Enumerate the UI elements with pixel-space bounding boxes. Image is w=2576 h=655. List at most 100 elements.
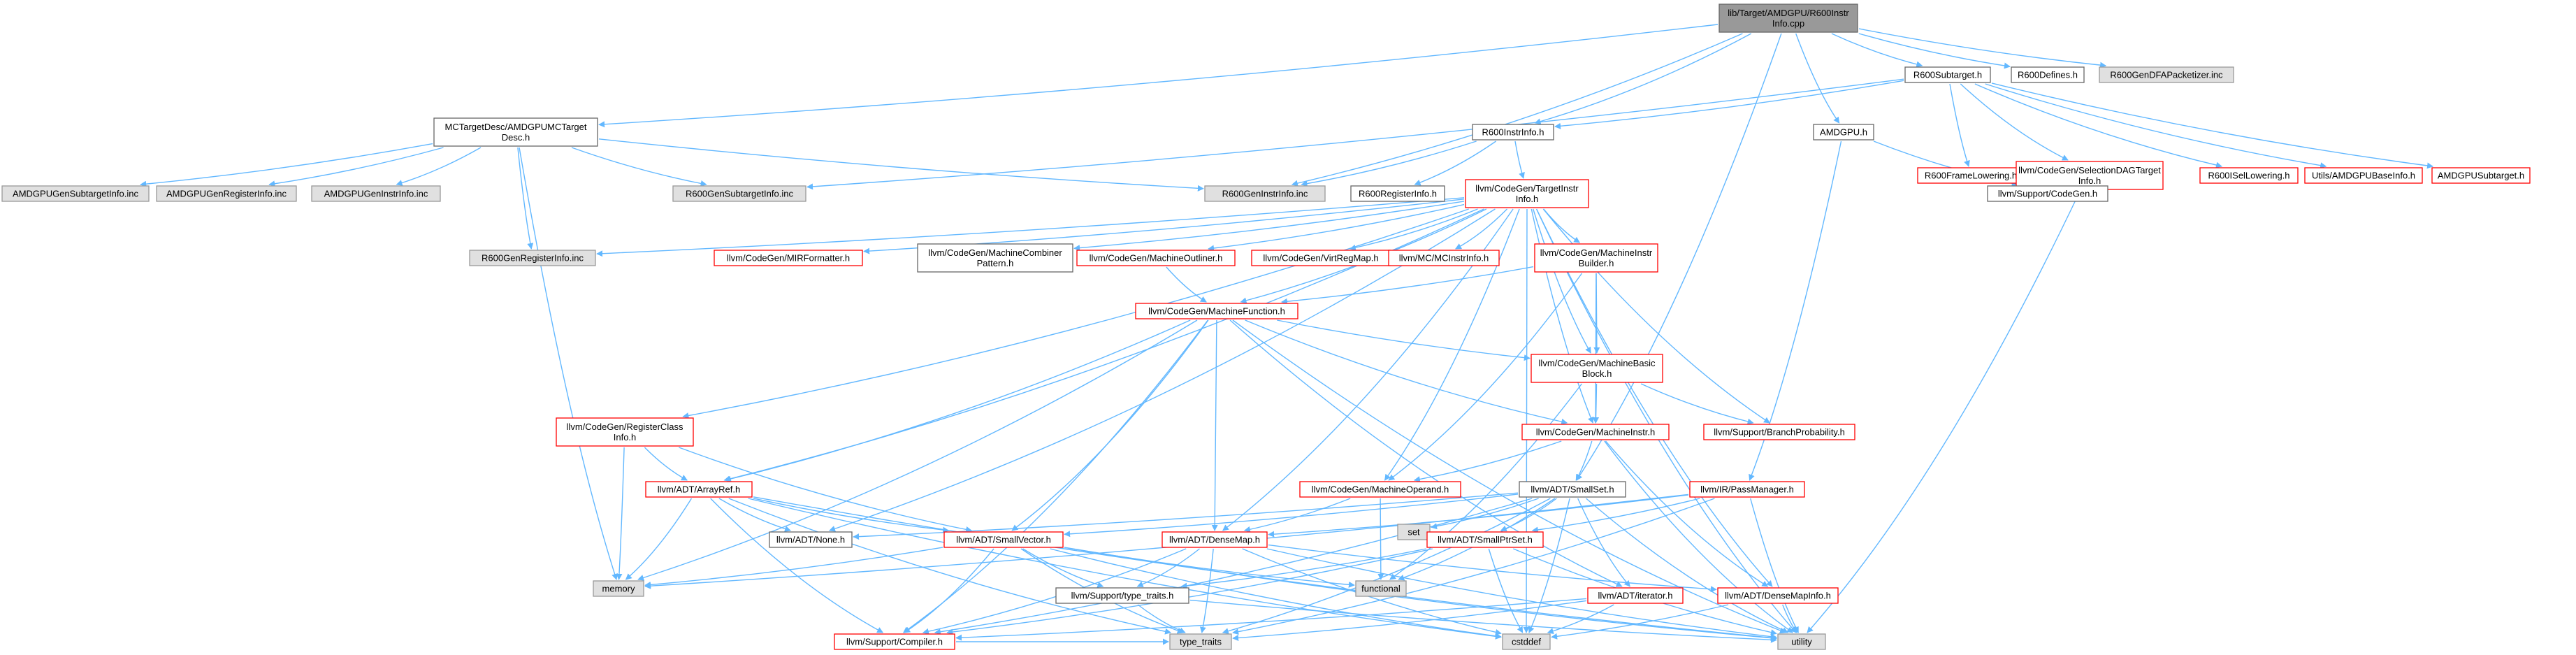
node-none[interactable]: llvm/ADT/None.h [769, 531, 853, 548]
node-densemapinfo[interactable]: llvm/ADT/DenseMapInfo.h [1717, 587, 1839, 604]
edge-arrayref-to-none [718, 498, 791, 532]
edge-root-to-amdgpuh [1795, 33, 1840, 124]
edge-line [1229, 319, 1623, 587]
node-r600geninstr[interactable]: R600GenInstrInfo.inc [1204, 185, 1326, 202]
node-box [1135, 303, 1298, 319]
node-moperand[interactable]: llvm/CodeGen/MachineOperand.h [1299, 481, 1461, 498]
node-smallset[interactable]: llvm/ADT/SmallSet.h [1519, 481, 1626, 498]
node-label: llvm/Support/Compiler.h [846, 637, 943, 647]
node-r600reginfoh[interactable]: R600RegisterInfo.h [1350, 185, 1445, 202]
node-smallvector[interactable]: llvm/ADT/SmallVector.h [943, 531, 1064, 548]
edge-regclassinfo-to-arrayref [644, 447, 688, 481]
node-virtregmap[interactable]: llvm/CodeGen/VirtRegMap.h [1251, 250, 1391, 266]
node-box [834, 633, 955, 650]
edge-line [1301, 141, 1477, 187]
node-r600defines[interactable]: R600Defines.h [2011, 66, 2085, 83]
edge-line [1533, 208, 1591, 354]
node-cstddef[interactable]: cstddef [1502, 633, 1551, 650]
edge-smallvector-to-typetraitsh [1022, 548, 1104, 588]
node-arrayref[interactable]: llvm/ADT/ArrayRef.h [645, 481, 753, 498]
node-utilsbase[interactable]: Utils/AMDGPUBaseInfo.h [2304, 167, 2423, 184]
node-label: R600GenInstrInfo.inc [1222, 189, 1308, 199]
node-label: llvm/ADT/SmallPtrSet.h [1438, 535, 1533, 545]
edge-line [517, 147, 534, 250]
node-root[interactable]: lib/Target/AMDGPU/R600InstrInfo.cpp [1718, 3, 1858, 33]
edge-line [1531, 498, 1700, 533]
node-amdinstrinfo[interactable]: AMDGPUGenInstrInfo.inc [311, 185, 441, 202]
node-branchprob[interactable]: llvm/Support/BranchProbability.h [1703, 424, 1855, 440]
node-r600gendfa[interactable]: R600GenDFAPacketizer.inc [2099, 66, 2234, 83]
node-label: llvm/CodeGen/MachineBasic [1539, 358, 1656, 368]
node-supportcodegen[interactable]: llvm/Support/CodeGen.h [1987, 185, 2108, 202]
node-minstr[interactable]: llvm/CodeGen/MachineInstr.h [1521, 424, 1670, 440]
edge-line [140, 143, 433, 187]
node-passmanager[interactable]: llvm/IR/PassManager.h [1689, 481, 1805, 498]
edge-line [1531, 208, 1594, 424]
node-amdgpuh[interactable]: AMDGPU.h [1813, 124, 1874, 141]
edge-line [955, 598, 1587, 641]
node-functional[interactable]: functional [1355, 580, 1407, 597]
node-r600isel[interactable]: R600ISelLowering.h [2199, 167, 2299, 184]
edge-line [1858, 33, 2011, 69]
node-memory[interactable]: memory [593, 580, 644, 597]
node-r600instrinfo[interactable]: R600InstrInfo.h [1472, 124, 1554, 141]
node-smallptrset[interactable]: llvm/ADT/SmallPtrSet.h [1426, 531, 1544, 548]
node-r600framelow[interactable]: R600FrameLowering.h [1917, 167, 2025, 184]
edge-line [1166, 266, 1207, 303]
edge-line [1960, 83, 2069, 161]
node-type_traits[interactable]: type_traits [1169, 633, 1232, 650]
node-compiler[interactable]: llvm/Support/Compiler.h [834, 633, 955, 650]
node-label: R600RegisterInfo.h [1359, 189, 1437, 199]
node-box [1904, 66, 1991, 83]
node-amdsubinfo[interactable]: AMDGPUGenSubtargetInfo.inc [1, 185, 150, 202]
edge-tii-to-none [829, 208, 1496, 532]
node-typetraitsh[interactable]: llvm/Support/type_traits.h [1055, 587, 1189, 604]
edge-line [1586, 498, 1789, 633]
node-r600genreg[interactable]: R600GenRegisterInfo.inc [469, 250, 596, 266]
edge-line [1073, 201, 1465, 252]
node-mcinstrinfo[interactable]: llvm/MC/MCInstrInfo.h [1388, 250, 1500, 266]
edge-line [1389, 383, 1582, 580]
node-label: R600GenRegisterInfo.inc [482, 253, 584, 264]
edge-seldag-to-utility [1807, 190, 2081, 633]
edge-densemapinfo-to-cstddef [1551, 604, 1729, 640]
node-densemap[interactable]: llvm/ADT/DenseMap.h [1162, 531, 1268, 548]
edge-tii-to-regclassinfo [682, 208, 1469, 419]
node-amdgpusub[interactable]: AMDGPUSubtarget.h [2431, 167, 2531, 184]
node-amdreginfo[interactable]: AMDGPUGenRegisterInfo.inc [156, 185, 297, 202]
node-r600gensub[interactable]: R600GenSubtargetInfo.inc [672, 185, 806, 202]
node-label: functional [1361, 584, 1401, 594]
node-label: llvm/CodeGen/TargetInstr [1475, 183, 1579, 194]
node-label: R600FrameLowering.h [1925, 171, 2017, 181]
node-box [1777, 633, 1826, 650]
edge-r600subtarget-to-utilsbase [1985, 83, 2327, 169]
edge-line [1985, 83, 2327, 169]
edge-mfunction-to-smallvector [1011, 319, 1209, 531]
edge-mcdesc-to-amdinstrinfo [396, 147, 482, 186]
node-iterator[interactable]: llvm/ADT/iterator.h [1587, 587, 1684, 604]
edge-smallvector-to-utility [1064, 547, 1777, 642]
node-label: llvm/IR/PassManager.h [1700, 484, 1794, 495]
node-box [2304, 167, 2423, 184]
node-mfunction[interactable]: llvm/CodeGen/MachineFunction.h [1135, 303, 1298, 319]
node-box [1055, 587, 1189, 604]
node-r600subtarget[interactable]: R600Subtarget.h [1904, 66, 1991, 83]
node-utility[interactable]: utility [1777, 633, 1826, 650]
edge-line [1277, 319, 1531, 361]
node-set[interactable]: set [1397, 524, 1431, 540]
node-label: Utils/AMDGPUBaseInfo.h [2312, 171, 2415, 181]
edge-arrayref-to-memory [625, 498, 693, 580]
node-mirformatter[interactable]: llvm/CodeGen/MIRFormatter.h [714, 250, 863, 266]
edge-r600subtarget-to-r600isel [1974, 83, 2222, 168]
node-label: AMDGPU.h [1820, 127, 1867, 138]
edge-mbb-to-functional [1389, 383, 1582, 580]
node-label: Info.cpp [1772, 18, 1804, 29]
node-moutliner[interactable]: llvm/CodeGen/MachineOutliner.h [1076, 250, 1236, 266]
